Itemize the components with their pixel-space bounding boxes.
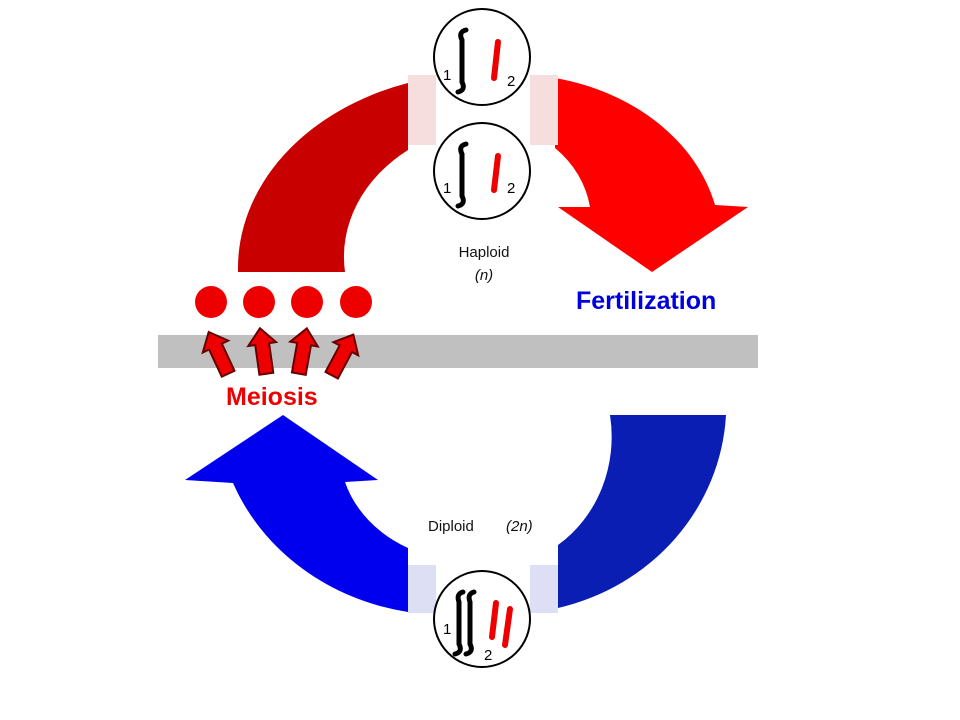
chromosome-black [455, 141, 469, 209]
cell-label-left: 1 [443, 180, 451, 197]
meiosis-small-arrow [201, 330, 236, 379]
gamete-dot [340, 286, 372, 318]
chromosome-red [491, 39, 501, 81]
diploid-cell: 1 2 [433, 570, 531, 668]
chromosome-red [491, 153, 501, 193]
top-fade-right [530, 75, 558, 145]
gamete-dot [195, 286, 227, 318]
haploid-cell-top: 1 2 [433, 8, 531, 106]
chromosome-red [502, 606, 513, 648]
bottom-right-blue-arc [558, 415, 726, 608]
haploid-label: Haploid [459, 244, 510, 261]
chromosome-red [489, 600, 499, 640]
cell-label-right: 2 [484, 647, 492, 664]
gamete-dot [243, 286, 275, 318]
cell-label-right: 2 [507, 73, 515, 90]
chromosome-black [463, 589, 477, 657]
haploid-diploid-divider [158, 335, 758, 368]
fertilization-arrow [555, 78, 748, 272]
meiosis-small-arrow [324, 333, 360, 380]
meiosis-small-arrow [246, 326, 279, 376]
cell-label-left: 1 [443, 621, 451, 638]
gamete-dot [291, 286, 323, 318]
diploid-label: Diploid [428, 518, 474, 535]
chromosome-black [452, 589, 466, 657]
chromosome-black [455, 27, 469, 95]
haploid-cell-middle: 1 2 [433, 122, 531, 220]
bottom-fade-right [530, 565, 558, 613]
fertilization-label: Fertilization [576, 287, 716, 315]
diploid-symbol: (2n) [506, 518, 533, 535]
cell-label-left: 1 [443, 67, 451, 84]
meiosis-arrow [185, 415, 408, 612]
top-left-red-arc [237, 83, 408, 272]
top-fade-left [408, 75, 436, 145]
cell-label-right: 2 [507, 180, 515, 197]
meiosis-small-arrow [287, 326, 320, 377]
meiosis-label: Meiosis [226, 383, 318, 411]
bottom-fade-left [408, 565, 436, 613]
haploid-symbol: (n) [475, 267, 493, 284]
